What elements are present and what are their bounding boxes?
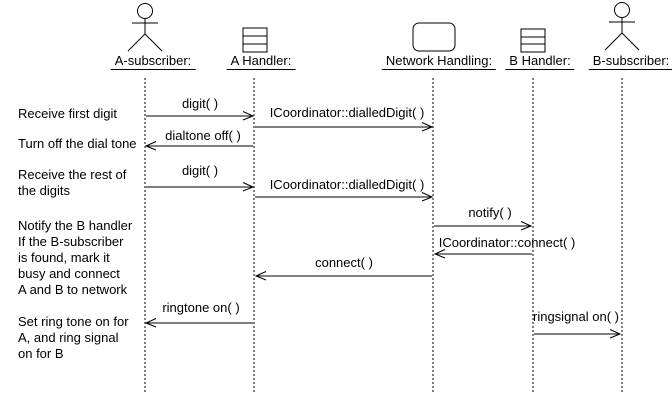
message-label: ringsignal on( ) [533, 309, 619, 324]
message-arrow-dialleddigit-2 [255, 192, 434, 202]
message-arrow-connect [254, 271, 432, 281]
object-icon [520, 28, 546, 53]
message-label: digit( ) [181, 163, 219, 178]
annotation-set-ringtone: Set ring tone on for A, and ring signal … [18, 314, 129, 361]
message-arrow-ringtone-on [144, 318, 253, 328]
participant-label-network-handling: Network Handling: [381, 54, 497, 70]
message-label: notify( ) [468, 205, 512, 220]
actor-icon [127, 3, 163, 52]
message-arrows [144, 111, 622, 339]
message-label: ringtone on( ) [162, 300, 240, 315]
participant-label-b-handler: B Handler: [505, 54, 575, 70]
system-icon [412, 22, 456, 52]
annotation-notify-b-handler: Notify the B handler If the B-subscriber… [18, 218, 133, 297]
participant-label-a-handler: A Handler: [226, 54, 296, 70]
message-label: digit( ) [181, 96, 219, 111]
message-label: dialtone off( ) [165, 128, 241, 143]
participant-label-a-subscriber: A-subscriber: [110, 54, 196, 70]
message-arrow-notify [434, 221, 533, 231]
annotation-receive-first-digit: Receive first digit [18, 106, 117, 121]
actor-icon [604, 2, 640, 51]
message-label: ICoordinator::dialledDigit( ) [269, 105, 425, 120]
lifelines [144, 78, 623, 392]
message-label: ICoordinator::dialledDigit( ) [269, 177, 425, 192]
message-label: connect( ) [315, 255, 373, 270]
participant-label-b-subscriber: B-subscriber: [588, 54, 672, 70]
message-arrow-digit-1 [146, 111, 255, 121]
message-arrow-icoordinator-connect [433, 249, 532, 259]
message-arrow-digit-2 [146, 182, 255, 192]
message-arrow-dialtone-off [144, 141, 253, 151]
object-icon [242, 27, 268, 53]
annotation-turn-off-dialtone: Turn off the dial tone [18, 136, 137, 151]
annotation-receive-rest-digits: Receive the rest of the digits [18, 167, 127, 198]
message-label: ICoordinator::connect( ) [438, 235, 576, 250]
message-arrow-dialleddigit-1 [255, 122, 434, 132]
message-arrow-ringsignal-on [534, 329, 622, 339]
